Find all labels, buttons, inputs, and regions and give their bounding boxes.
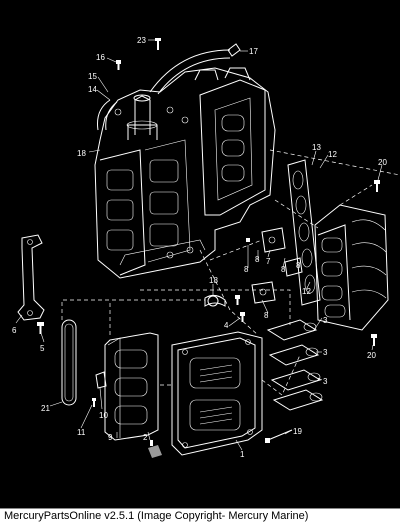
callout-4: 4 xyxy=(224,321,229,330)
head-plate-9 xyxy=(104,332,159,441)
caption-bar: MercuryPartsOnline v2.5.1 (Image Copyrig… xyxy=(0,508,400,523)
engine-block xyxy=(94,49,276,279)
callout-1: 1 xyxy=(240,450,245,459)
hose-18 xyxy=(204,294,226,307)
leader-lines xyxy=(15,39,383,451)
callout-14: 14 xyxy=(88,85,97,94)
intake-manifold xyxy=(314,204,389,331)
exhaust-cover xyxy=(171,331,263,456)
callout-12-top: 12 xyxy=(328,150,337,159)
tubes-3 xyxy=(266,319,324,411)
callout-16: 16 xyxy=(96,53,105,62)
callout-20-bottom: 20 xyxy=(367,351,376,360)
fasteners xyxy=(37,38,380,458)
callout-3-c: 3 xyxy=(323,377,328,386)
callout-2: 2 xyxy=(143,433,148,442)
gasket-21 xyxy=(61,319,77,406)
callout-8-c: 8 xyxy=(281,265,286,274)
callout-18-mid: 18 xyxy=(209,276,218,285)
callout-21: 21 xyxy=(41,404,50,413)
callout-10: 10 xyxy=(99,411,108,420)
callout-8-b: 8 xyxy=(244,265,249,274)
callout-3-b: 3 xyxy=(323,348,328,357)
callout-8-a: 8 xyxy=(255,255,260,264)
exploded-parts-diagram: 23 17 16 15 14 18 13 12 20 7 8 8 8 8 18 … xyxy=(12,36,400,459)
callout-labels: 23 17 16 15 14 18 13 12 20 7 8 8 8 8 18 … xyxy=(12,36,387,459)
callout-17: 17 xyxy=(249,47,258,56)
mid-brackets xyxy=(251,227,303,304)
callout-13: 13 xyxy=(312,143,321,152)
callout-12-mid: 12 xyxy=(302,287,311,296)
callout-18-top: 18 xyxy=(77,149,86,158)
callout-19: 19 xyxy=(293,427,302,436)
bracket-6 xyxy=(17,234,45,321)
assembly-lines xyxy=(61,149,400,396)
callout-20-top: 20 xyxy=(378,158,387,167)
callout-8-d: 8 xyxy=(264,311,269,320)
callout-23: 23 xyxy=(137,36,146,45)
callout-7: 7 xyxy=(266,257,271,266)
callout-6: 6 xyxy=(12,326,17,335)
callout-11: 11 xyxy=(77,428,86,437)
image-caption: MercuryPartsOnline v2.5.1 (Image Copyrig… xyxy=(4,510,309,522)
callout-5: 5 xyxy=(40,344,45,353)
callout-3-a: 3 xyxy=(323,316,328,325)
callout-9: 9 xyxy=(108,433,113,442)
callout-15: 15 xyxy=(88,72,97,81)
callout-8-e: 8 xyxy=(296,261,301,270)
